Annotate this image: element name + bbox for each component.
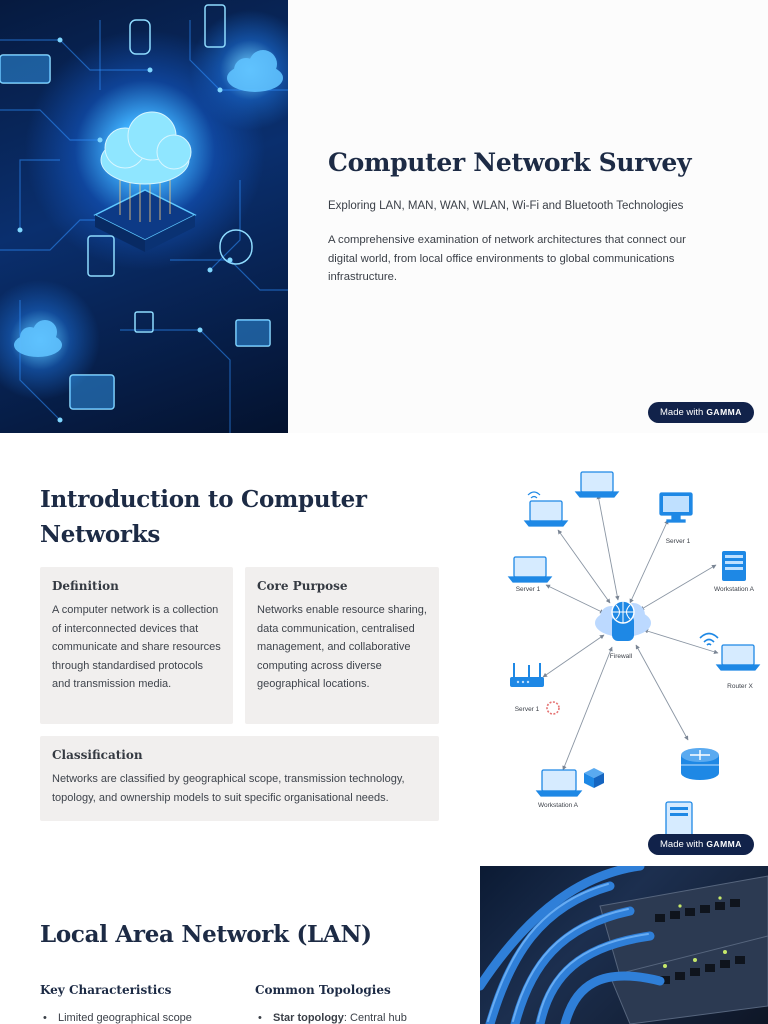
list-item: Star topology: Central hub [258, 1012, 407, 1024]
classification-heading: Classification [52, 748, 143, 762]
laptop-icon [523, 500, 569, 527]
loading-ring-icon [546, 701, 560, 715]
lan-slide: Local Area Network (LAN) Key Characteris… [0, 866, 768, 1024]
definition-card: Definition A computer network is a colle… [40, 567, 233, 724]
common-topologies-heading: Common Topologies [255, 983, 391, 997]
classification-card: Classification Networks are classified b… [40, 736, 439, 821]
laptop-icon [715, 644, 761, 671]
server-lower-label: Server 1 [515, 706, 540, 713]
badge-prefix: Made with [660, 839, 704, 850]
core-purpose-text: Networks enable resource sharing, data c… [257, 604, 427, 690]
server-top-label: Server 1 [666, 538, 691, 545]
classification-text: Networks are classified by geographical … [52, 773, 405, 804]
wifi-icon [527, 491, 541, 499]
server-left-label: Server 1 [516, 586, 541, 593]
core-purpose-card: Core Purpose Networks enable resource sh… [245, 567, 439, 724]
cover-description: A comprehensive examination of network a… [328, 234, 686, 284]
laptop-icon [507, 556, 553, 583]
key-characteristics-heading: Key Characteristics [40, 983, 172, 997]
network-topology-diagram: Firewall Server 1 Workstation A [507, 471, 761, 842]
core-purpose-heading: Core Purpose [257, 579, 348, 593]
router-label: Router X [727, 683, 753, 690]
introduction-slide: Introduction to Computer Networks Defini… [0, 445, 768, 860]
definition-heading: Definition [52, 579, 119, 593]
router-icon [510, 663, 544, 687]
lan-title: Local Area Network (LAN) [40, 921, 372, 948]
intro-title: Introduction to Computer Networks [40, 486, 367, 548]
wifi-icon [699, 632, 719, 646]
network-cloud-illustration [0, 0, 288, 433]
network-switch-photo [480, 866, 768, 1024]
cover-slide: Computer Network Survey Exploring LAN, M… [0, 0, 768, 433]
list-item: Limited geographical scope [43, 1012, 192, 1024]
monitor-icon [659, 492, 693, 523]
gamma-logo: GAMMA [706, 407, 742, 417]
laptop-icon [535, 769, 583, 797]
server-icon [722, 551, 746, 581]
definition-text: A computer network is a collection of in… [52, 604, 221, 690]
router-cylinder-icon [681, 748, 719, 780]
workstation-bottom-label: Workstation A [538, 802, 579, 809]
badge-prefix: Made with [660, 407, 704, 418]
firewall-node [595, 600, 651, 641]
small-cube-icon [584, 768, 604, 788]
cover-subtitle: Exploring LAN, MAN, WAN, WLAN, Wi-Fi and… [328, 200, 684, 212]
gamma-logo: GAMMA [706, 839, 742, 849]
firewall-label: Firewall [610, 653, 633, 660]
cover-title: Computer Network Survey [328, 148, 692, 177]
laptop-icon [574, 471, 620, 498]
workstation-right-label: Workstation A [714, 586, 755, 593]
